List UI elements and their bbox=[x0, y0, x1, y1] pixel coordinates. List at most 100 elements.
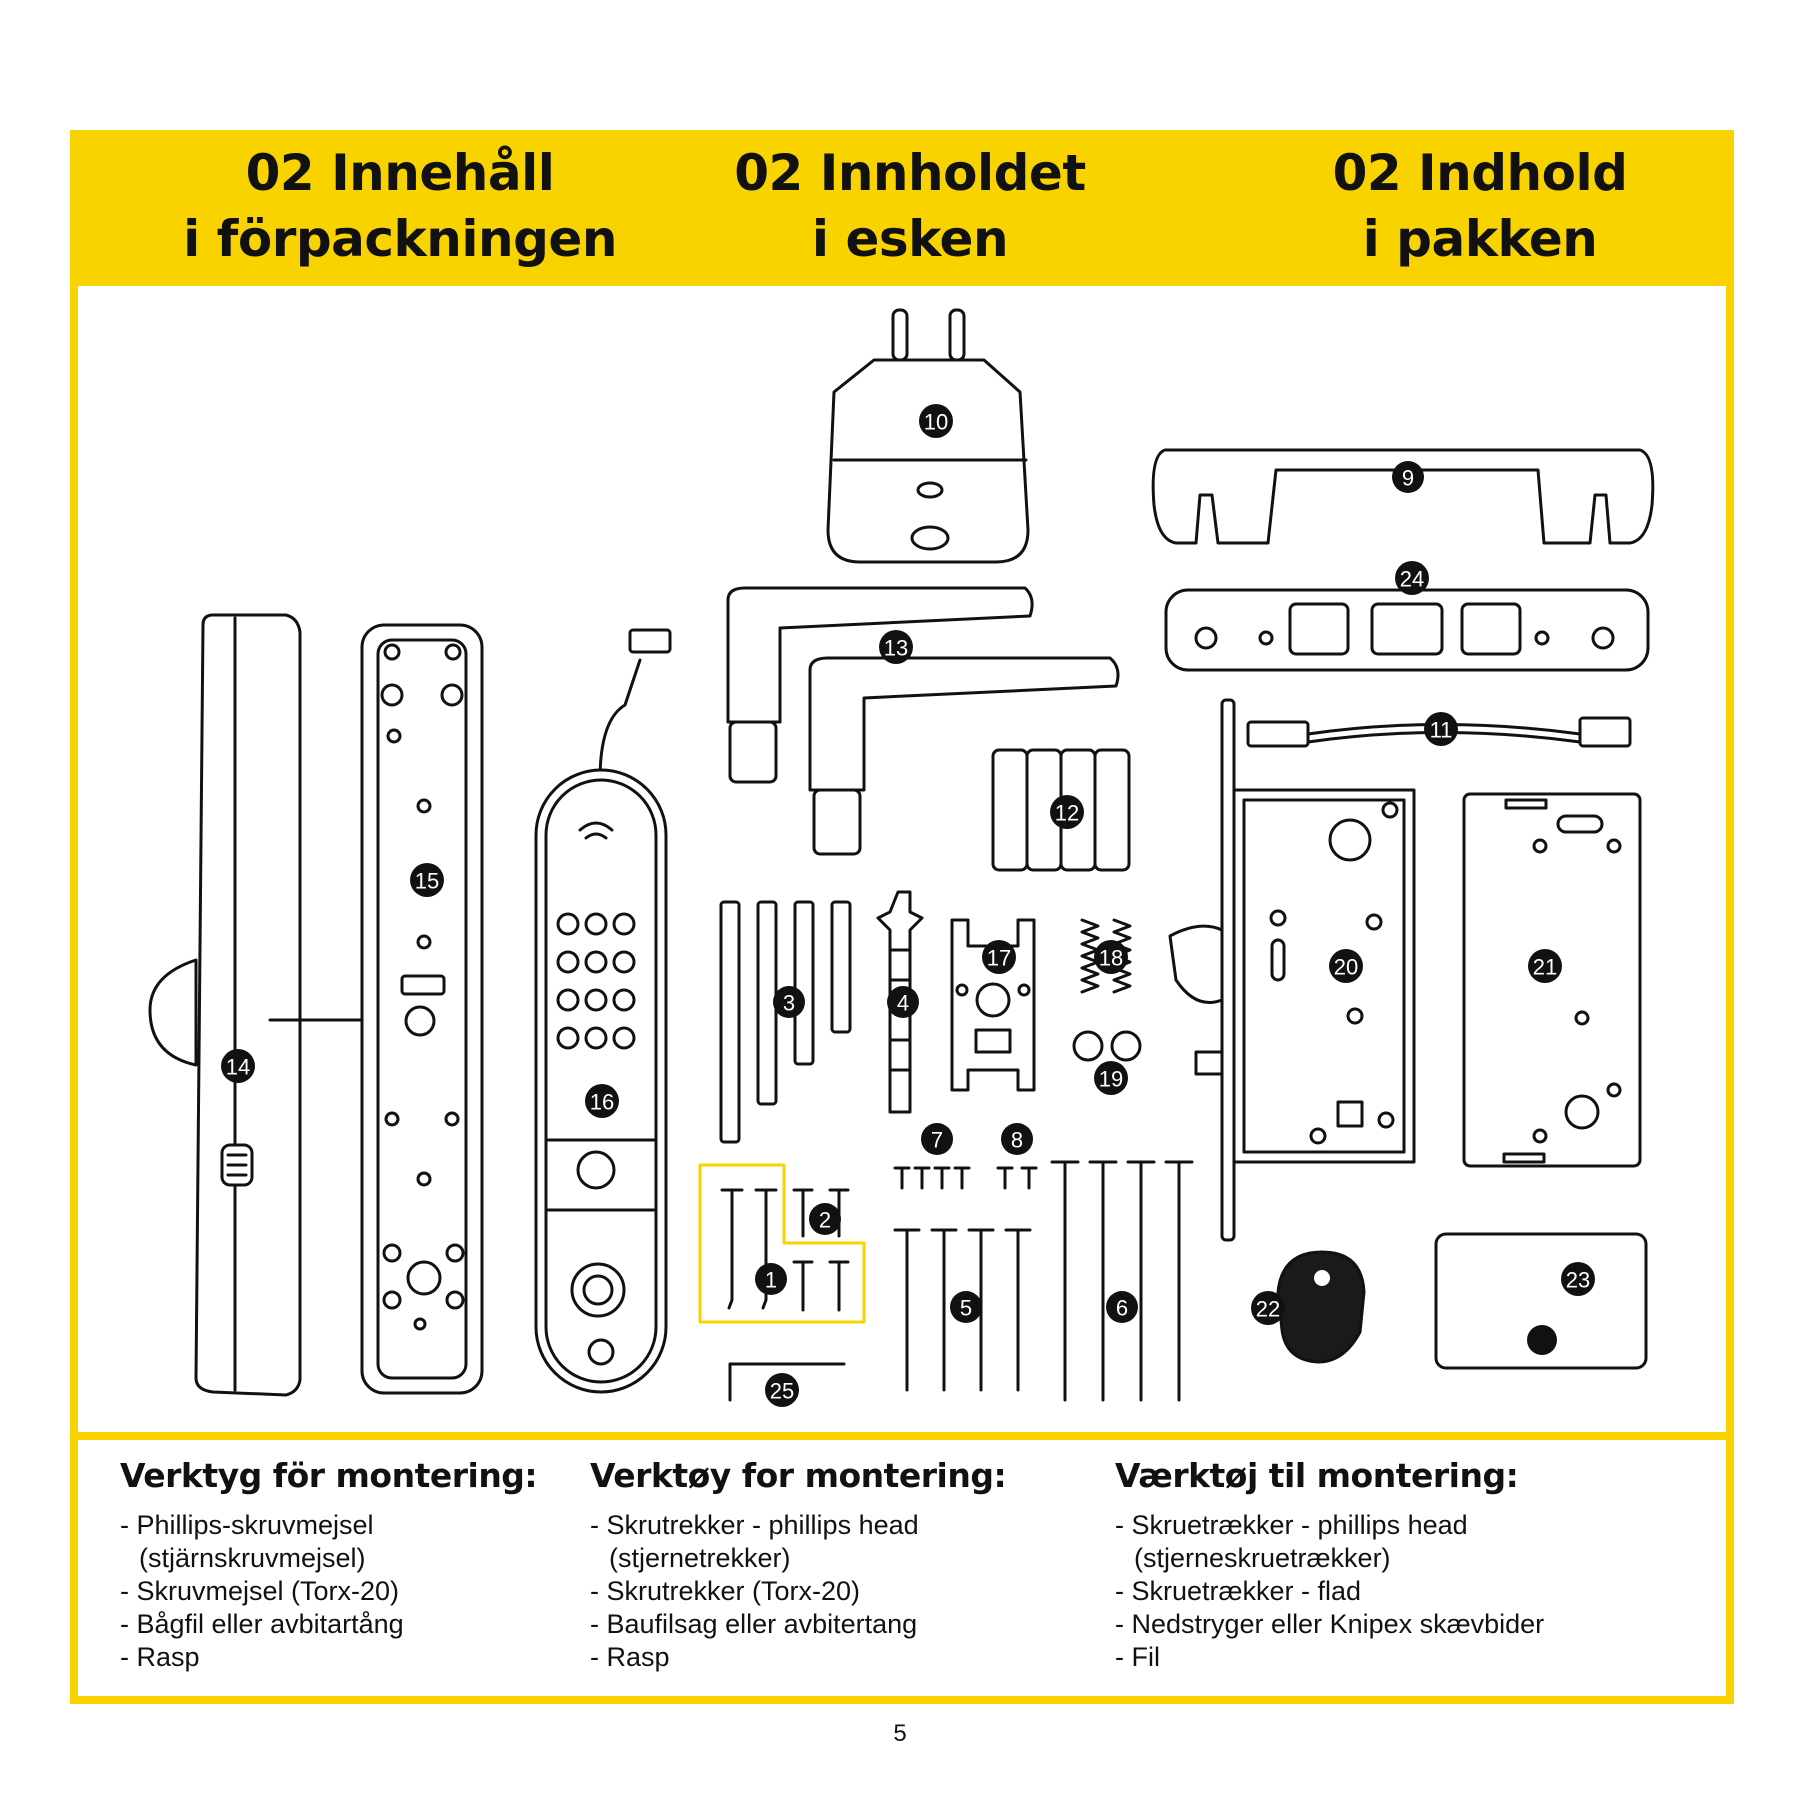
callout-18-number: 18 bbox=[1099, 946, 1123, 971]
heading-swedish: 02 Innehåll i förpackningen bbox=[120, 140, 680, 272]
callout-8: 8 bbox=[1001, 1123, 1033, 1155]
callout-12-number: 12 bbox=[1055, 801, 1079, 826]
callout-22-number: 22 bbox=[1256, 1297, 1280, 1322]
callout-11-number: 11 bbox=[1430, 718, 1453, 743]
callout-1-number: 1 bbox=[765, 1268, 777, 1293]
callout-6-number: 6 bbox=[1116, 1296, 1128, 1321]
callout-2: 2 bbox=[809, 1203, 841, 1235]
callout-19: 19 bbox=[1094, 1061, 1128, 1095]
tool-item: Skruetrækker - phillips head (stjerneskr… bbox=[1115, 1509, 1655, 1575]
callout-9: 9 bbox=[1392, 461, 1424, 493]
callout-15: 15 bbox=[410, 863, 444, 897]
callout-3: 3 bbox=[773, 986, 805, 1018]
callout-6: 6 bbox=[1106, 1291, 1138, 1323]
callout-23: 23 bbox=[1561, 1262, 1595, 1296]
callout-23-number: 23 bbox=[1566, 1268, 1590, 1293]
key-card-drawing bbox=[1434, 1232, 1648, 1370]
threaded-bolts-drawing bbox=[1050, 1160, 1194, 1402]
callout-11: 11 bbox=[1424, 712, 1458, 746]
handles-drawing bbox=[726, 586, 1120, 856]
callout-7-number: 7 bbox=[931, 1128, 943, 1153]
mounting-plate-drawing bbox=[360, 623, 484, 1395]
heading-norwegian-line2: i esken bbox=[811, 210, 1009, 268]
callout-13: 13 bbox=[879, 630, 913, 664]
callout-21: 21 bbox=[1528, 949, 1562, 983]
key-tag-drawing bbox=[1276, 1250, 1366, 1364]
callout-19-number: 19 bbox=[1099, 1067, 1123, 1092]
header-band: 02 Innehåll i förpackningen 02 Innholdet… bbox=[70, 130, 1734, 286]
tools-section-swedish: Verktyg för montering: Phillips-skruvmej… bbox=[120, 1456, 590, 1674]
callout-10-number: 10 bbox=[924, 410, 948, 435]
callout-1: 1 bbox=[755, 1263, 787, 1295]
callout-25-number: 25 bbox=[770, 1379, 794, 1404]
callout-14-number: 14 bbox=[226, 1055, 250, 1080]
tool-item: Rasp bbox=[590, 1641, 1060, 1674]
washers-drawing bbox=[1072, 1030, 1142, 1062]
tool-item: Nedstryger eller Knipex skævbider bbox=[1115, 1608, 1655, 1641]
callout-4: 4 bbox=[887, 986, 919, 1018]
content-frame bbox=[70, 130, 1734, 1704]
callout-16: 16 bbox=[585, 1084, 619, 1118]
heading-danish-line2: i pakken bbox=[1362, 210, 1598, 268]
callout-9-number: 9 bbox=[1402, 466, 1414, 491]
parts-illustration: 1 2 3 4 5 6 7 8 9 10 11 12 13 14 15 16 1… bbox=[148, 308, 1655, 1407]
callout-10: 10 bbox=[919, 404, 953, 438]
tool-item: Fil bbox=[1115, 1641, 1655, 1674]
tool-item: Skruvmejsel (Torx-20) bbox=[120, 1575, 590, 1608]
tools-title-danish: Værktøj til montering: bbox=[1115, 1456, 1519, 1495]
strike-plate-drawing bbox=[1164, 588, 1650, 672]
tool-item: Skrutrekker (Torx-20) bbox=[590, 1575, 1060, 1608]
callout-22: 22 bbox=[1251, 1291, 1285, 1325]
callout-24-number: 24 bbox=[1400, 567, 1424, 592]
heading-swedish-line1: 02 Innehåll bbox=[245, 144, 555, 202]
keypad-front-drawing bbox=[534, 628, 672, 1394]
callout-17-number: 17 bbox=[987, 946, 1011, 971]
hex-key-drawing bbox=[728, 1362, 846, 1402]
callout-15-number: 15 bbox=[415, 869, 439, 894]
callout-7: 7 bbox=[921, 1123, 953, 1155]
keypad-buttons bbox=[556, 912, 636, 1050]
tools-list-norwegian: Skrutrekker - phillips head (stjernetrek… bbox=[590, 1509, 1060, 1674]
heading-swedish-line2: i förpackningen bbox=[183, 210, 617, 268]
callout-21-number: 21 bbox=[1533, 955, 1557, 980]
tools-section-norwegian: Verktøy for montering: Skrutrekker - phi… bbox=[590, 1456, 1060, 1674]
batteries-drawing bbox=[991, 748, 1131, 872]
tool-item: Rasp bbox=[120, 1641, 590, 1674]
heading-norwegian: 02 Innholdet i esken bbox=[630, 140, 1190, 272]
callout-4-number: 4 bbox=[897, 991, 909, 1016]
callout-16-number: 16 bbox=[590, 1090, 614, 1115]
callout-5: 5 bbox=[950, 1291, 982, 1323]
long-bolts-drawing bbox=[893, 1228, 1032, 1392]
tool-item: Bågfil eller avbitartång bbox=[120, 1608, 590, 1641]
callout-8-number: 8 bbox=[1011, 1128, 1023, 1153]
tools-title-swedish: Verktyg för montering: bbox=[120, 1456, 538, 1495]
callout-13-number: 13 bbox=[884, 636, 908, 661]
heading-danish-line1: 02 Indhold bbox=[1332, 144, 1628, 202]
spindles-drawing bbox=[719, 900, 852, 1144]
tool-item: Phillips-skruvmejsel (stjärnskruvmejsel) bbox=[120, 1509, 590, 1575]
tools-title-norwegian: Verktøy for montering: bbox=[590, 1456, 1007, 1495]
callout-20-number: 20 bbox=[1334, 955, 1358, 980]
tools-list-danish: Skruetrækker - phillips head (stjerneskr… bbox=[1115, 1509, 1655, 1674]
callout-24: 24 bbox=[1395, 561, 1429, 595]
tool-item: Skrutrekker - phillips head (stjernetrek… bbox=[590, 1509, 1060, 1575]
section-divider bbox=[70, 1432, 1734, 1440]
heading-norwegian-line1: 02 Innholdet bbox=[734, 144, 1086, 202]
tools-section-danish: Værktøj til montering: Skruetrækker - ph… bbox=[1115, 1456, 1655, 1674]
callout-3-number: 3 bbox=[783, 991, 795, 1016]
callout-25: 25 bbox=[765, 1373, 799, 1407]
tool-item: Skruetrækker - flad bbox=[1115, 1575, 1655, 1608]
heading-danish: 02 Indhold i pakken bbox=[1200, 140, 1760, 272]
page-number: 5 bbox=[893, 1720, 907, 1747]
cable-drawing bbox=[1246, 716, 1632, 748]
wood-screws-drawing bbox=[698, 1163, 866, 1324]
callout-5-number: 5 bbox=[960, 1296, 972, 1321]
callout-14: 14 bbox=[221, 1049, 255, 1083]
callout-12: 12 bbox=[1050, 795, 1084, 829]
tools-list-swedish: Phillips-skruvmejsel (stjärnskruvmejsel)… bbox=[120, 1509, 590, 1674]
callout-18: 18 bbox=[1094, 940, 1128, 974]
exterior-lock-body-drawing bbox=[148, 613, 402, 1397]
callout-20: 20 bbox=[1329, 949, 1363, 983]
mortise-lock-drawing bbox=[1168, 698, 1416, 1242]
callout-2-number: 2 bbox=[819, 1208, 831, 1233]
